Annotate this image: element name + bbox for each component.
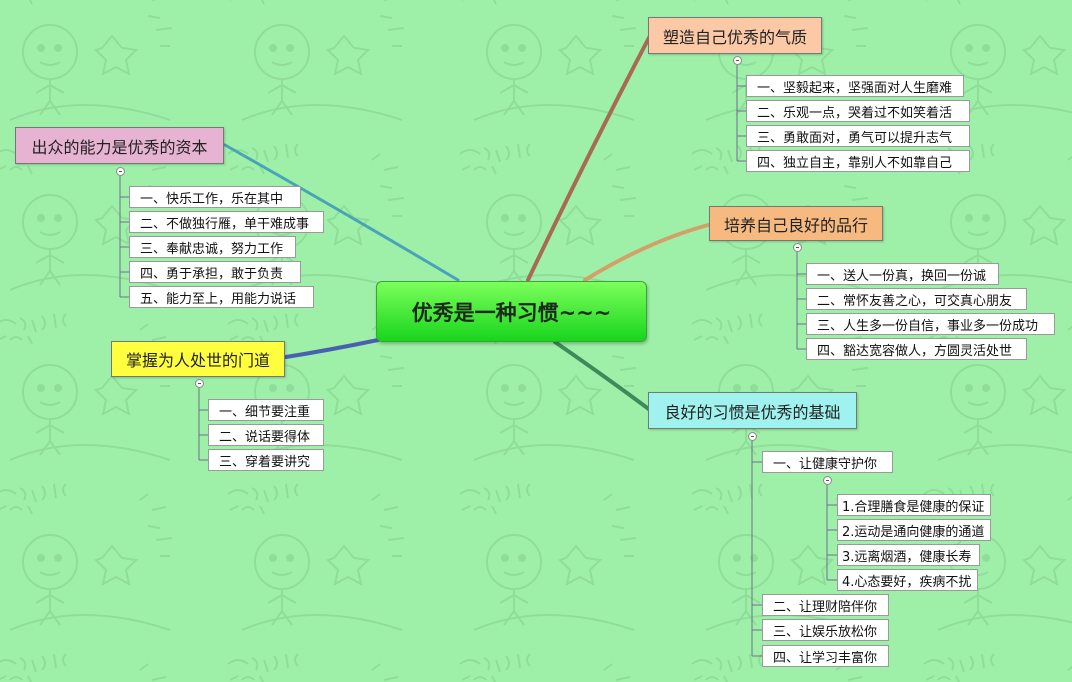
- collapse-toggle-icon[interactable]: [793, 243, 802, 252]
- collapse-toggle-icon[interactable]: [733, 56, 742, 65]
- character-item-4[interactable]: 四、豁达宽容做人，方圆灵活处世: [806, 338, 1027, 360]
- habits-item-3-label: 三、让娱乐放松你: [773, 624, 878, 640]
- quality-item-3-label: 三、勇敢面对，勇气可以提升志气: [757, 130, 953, 146]
- social-item-3[interactable]: 三、穿着要讲究: [208, 449, 324, 471]
- ability-item-3[interactable]: 三、奉献忠诚，努力工作: [129, 236, 296, 258]
- ability-item-1[interactable]: 一、快乐工作，乐在其中: [129, 186, 301, 208]
- collapse-toggle-icon[interactable]: [823, 476, 832, 485]
- branch-habits[interactable]: 良好的习惯是优秀的基础: [648, 392, 857, 429]
- central-topic-label: 优秀是一种习惯~~~: [411, 300, 612, 325]
- habits-item-2[interactable]: 二、让理财陪伴你: [762, 594, 889, 616]
- quality-item-3[interactable]: 三、勇敢面对，勇气可以提升志气: [746, 125, 970, 147]
- ability-item-5-label: 五、能力至上，用能力说话: [140, 291, 297, 307]
- health-item-4[interactable]: 4.心态要好，疾病不扰: [837, 569, 978, 591]
- health-item-4-label: 4.心态要好，疾病不扰: [842, 574, 972, 590]
- quality-item-1[interactable]: 一、坚毅起来，坚强面对人生磨难: [746, 75, 964, 97]
- branch-social[interactable]: 掌握为人处世的门道: [111, 341, 285, 377]
- quality-item-1-label: 一、坚毅起来，坚强面对人生磨难: [757, 80, 953, 96]
- habits-item-3[interactable]: 三、让娱乐放松你: [762, 619, 889, 641]
- health-item-2-label: 2.运动是通向健康的通道: [842, 524, 985, 540]
- character-item-4-label: 四、豁达宽容做人，方圆灵活处世: [817, 343, 1013, 359]
- branch-habits-label: 良好的习惯是优秀的基础: [664, 402, 841, 422]
- habits-item-4[interactable]: 四、让学习丰富你: [762, 645, 889, 667]
- health-item-3[interactable]: 3.远离烟酒，健康长寿: [837, 544, 980, 566]
- character-item-1-label: 一、送人一份真，换回一份诚: [817, 268, 987, 284]
- ability-item-2[interactable]: 二、不做独行雁，单干难成事: [129, 211, 324, 233]
- health-item-2[interactable]: 2.运动是通向健康的通道: [837, 519, 991, 541]
- collapse-toggle-icon[interactable]: [748, 432, 757, 441]
- collapse-toggle-icon[interactable]: [195, 379, 204, 388]
- character-item-1[interactable]: 一、送人一份真，换回一份诚: [806, 263, 999, 285]
- character-item-3-label: 三、人生多一份自信，事业多一份成功: [817, 318, 1039, 334]
- link-center-quality: [526, 30, 654, 282]
- habits-item-2-label: 二、让理财陪伴你: [773, 599, 878, 615]
- branch-character[interactable]: 培养自己良好的品行: [709, 206, 883, 241]
- branch-quality-label: 塑造自己优秀的气质: [662, 27, 807, 47]
- branch-ability[interactable]: 出众的能力是优秀的资本: [15, 127, 224, 164]
- character-item-2-label: 二、常怀友善之心，可交真心朋友: [817, 293, 1013, 309]
- habits-item-4-label: 四、让学习丰富你: [773, 650, 878, 666]
- health-item-1[interactable]: 1.合理膳食是健康的保证: [837, 494, 991, 516]
- social-item-2-label: 二、说话要得体: [219, 429, 311, 445]
- social-item-1[interactable]: 一、细节要注重: [208, 399, 324, 421]
- quality-item-2-label: 二、乐观一点，哭着过不如笑着活: [757, 105, 953, 121]
- quality-item-4-label: 四、独立自主，靠别人不如靠自己: [757, 155, 953, 171]
- ability-item-2-label: 二、不做独行雁，单干难成事: [140, 216, 310, 232]
- ability-item-4[interactable]: 四、勇于承担，敢于负责: [129, 261, 301, 283]
- central-topic[interactable]: 优秀是一种习惯~~~: [376, 281, 647, 342]
- branch-social-label: 掌握为人处世的门道: [125, 351, 270, 370]
- link-center-ability: [223, 143, 460, 282]
- character-item-2[interactable]: 二、常怀友善之心，可交真心朋友: [806, 288, 1027, 310]
- health-item-3-label: 3.远离烟酒，健康长寿: [842, 549, 972, 565]
- quality-item-4[interactable]: 四、独立自主，靠别人不如靠自己: [746, 150, 970, 172]
- link-center-social: [284, 338, 380, 359]
- quality-item-2[interactable]: 二、乐观一点，哭着过不如笑着活: [746, 100, 970, 122]
- social-item-2[interactable]: 二、说话要得体: [208, 424, 324, 446]
- collapse-toggle-icon[interactable]: [116, 167, 125, 176]
- branch-quality[interactable]: 塑造自己优秀的气质: [648, 17, 822, 54]
- ability-item-3-label: 三、奉献忠诚，努力工作: [140, 241, 284, 257]
- link-center-habits: [553, 340, 652, 412]
- ability-item-5[interactable]: 五、能力至上，用能力说话: [129, 286, 314, 308]
- ability-item-1-label: 一、快乐工作，乐在其中: [140, 191, 284, 207]
- branch-character-label: 培养自己良好的品行: [723, 215, 868, 235]
- health-item-1-label: 1.合理膳食是健康的保证: [842, 499, 985, 515]
- ability-item-4-label: 四、勇于承担，敢于负责: [140, 266, 284, 282]
- social-item-3-label: 三、穿着要讲究: [219, 454, 311, 470]
- link-center-character: [583, 222, 714, 282]
- character-item-3[interactable]: 三、人生多一份自信，事业多一份成功: [806, 313, 1055, 335]
- habits-item-1-label: 一、让健康守护你: [773, 456, 878, 472]
- habits-item-1[interactable]: 一、让健康守护你: [762, 451, 893, 473]
- social-item-1-label: 一、细节要注重: [219, 404, 311, 420]
- branch-ability-label: 出众的能力是优秀的资本: [31, 137, 208, 157]
